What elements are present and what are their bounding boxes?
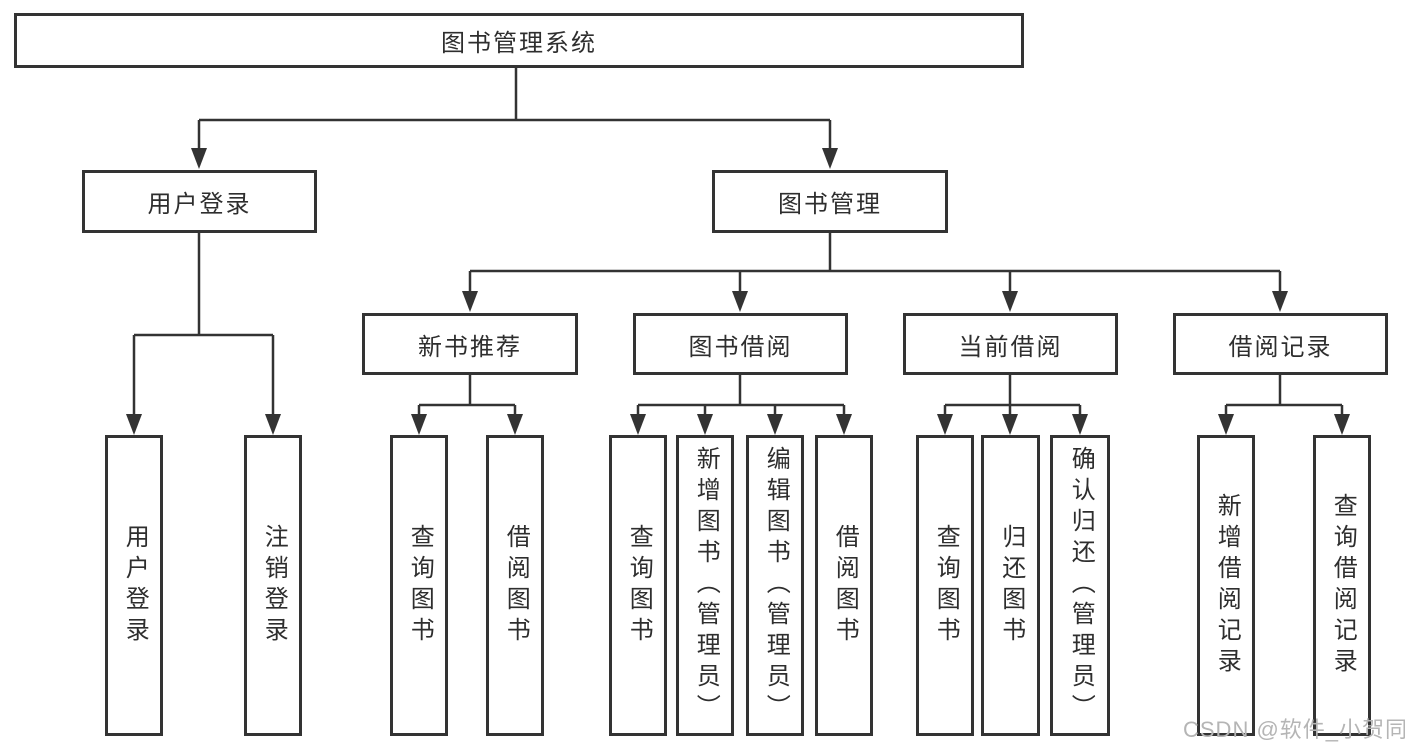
node-label: 注销登录 — [260, 523, 288, 648]
leaf-query-borrow-record: 查询借阅记录 — [1313, 435, 1371, 736]
arrowhead — [630, 414, 646, 435]
arrowhead — [822, 148, 838, 169]
node-label: 新增图书（管理员） — [692, 446, 720, 725]
connector-book-borrow-group — [636, 375, 846, 415]
connector-user-login-group — [132, 233, 275, 415]
arrowhead — [507, 414, 523, 435]
node-label: 图书借阅 — [688, 333, 793, 361]
arrowhead — [697, 414, 713, 435]
connector-book-mgmt-group — [468, 233, 1282, 292]
node-label: 编辑图书（管理员） — [762, 446, 790, 725]
node-label: 查询图书 — [932, 523, 960, 648]
node-label: 新书推荐 — [418, 333, 522, 361]
node-user-login: 用户登录 — [82, 170, 317, 233]
node-label: 查询借阅记录 — [1329, 492, 1357, 679]
arrowhead — [937, 414, 953, 435]
node-label: 查询图书 — [625, 523, 653, 648]
connector-root — [197, 67, 832, 149]
leaf-confirm-return-admin: 确认归还（管理员） — [1050, 435, 1110, 736]
connector-borrow-record-group — [1224, 375, 1344, 415]
node-label: 借阅图书 — [502, 523, 530, 648]
leaf-return-book: 归还图书 — [981, 435, 1040, 736]
node-borrow-record: 借阅记录 — [1173, 313, 1388, 375]
node-library-system: 图书管理系统 — [14, 13, 1024, 68]
node-label: 当前借阅 — [958, 333, 1063, 361]
leaf-add-book-admin: 新增图书（管理员） — [676, 435, 734, 736]
arrowhead — [1072, 414, 1088, 435]
node-label: 用户登录 — [147, 191, 252, 218]
arrowhead — [191, 148, 207, 169]
arrowhead — [1002, 414, 1018, 435]
arrowhead — [1272, 291, 1288, 312]
connector-paths — [132, 67, 1344, 415]
node-label: 借阅图书 — [831, 523, 859, 648]
connector-current-borrow-group — [943, 375, 1082, 415]
arrowheads — [126, 148, 1350, 435]
node-label: 图书管理系统 — [441, 30, 597, 57]
node-label: 新增借阅记录 — [1213, 492, 1241, 679]
leaf-query-book-2: 查询图书 — [609, 435, 667, 736]
node-current-borrow: 当前借阅 — [903, 313, 1118, 375]
arrowhead — [1334, 414, 1350, 435]
leaf-add-borrow-record: 新增借阅记录 — [1197, 435, 1255, 736]
leaf-borrow-book-2: 借阅图书 — [815, 435, 873, 736]
node-label: 图书管理 — [778, 191, 882, 218]
arrowhead — [126, 414, 142, 435]
arrowhead — [1002, 291, 1018, 312]
arrowhead — [836, 414, 852, 435]
arrowhead — [265, 414, 281, 435]
leaf-query-book-1: 查询图书 — [390, 435, 448, 736]
leaf-edit-book-admin: 编辑图书（管理员） — [746, 435, 804, 736]
node-label: 查询图书 — [406, 523, 434, 648]
node-new-book-recommend: 新书推荐 — [362, 313, 578, 375]
arrowhead — [1218, 414, 1234, 435]
arrowhead — [462, 291, 478, 312]
connector-new-book-group — [417, 375, 517, 415]
csdn-watermark: CSDN @软件_小贺同学 — [1183, 717, 1405, 742]
leaf-borrow-book-1: 借阅图书 — [486, 435, 544, 736]
leaf-user-login: 用户登录 — [105, 435, 163, 736]
node-book-management: 图书管理 — [712, 170, 948, 233]
node-label: 归还图书 — [997, 523, 1025, 648]
node-book-borrow: 图书借阅 — [633, 313, 848, 375]
node-label: 用户登录 — [121, 523, 149, 648]
arrowhead — [767, 414, 783, 435]
node-label: 确认归还（管理员） — [1067, 446, 1095, 725]
leaf-query-book-3: 查询图书 — [916, 435, 974, 736]
arrowhead — [732, 291, 748, 312]
node-label: 借阅记录 — [1228, 333, 1333, 361]
arrowhead — [411, 414, 427, 435]
leaf-logout: 注销登录 — [244, 435, 302, 736]
